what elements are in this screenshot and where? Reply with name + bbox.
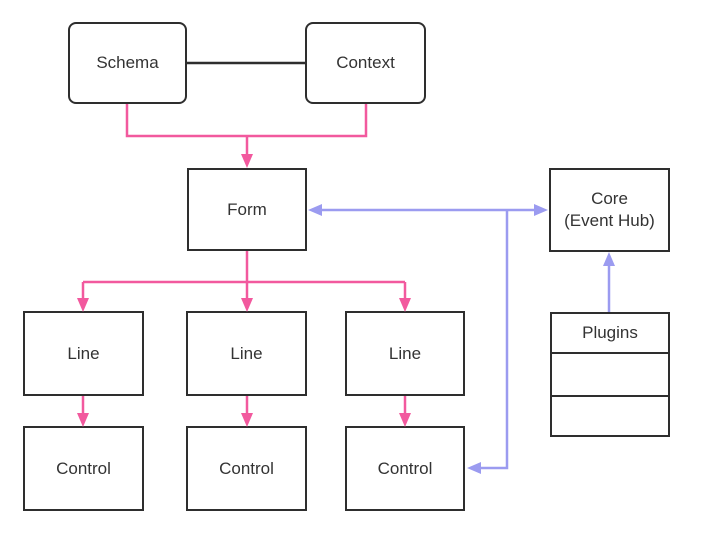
node-control-1: Control bbox=[23, 426, 144, 511]
plugins-empty-row-1 bbox=[552, 354, 668, 397]
edge-form-to-lines bbox=[77, 251, 411, 312]
plugins-title-row: Plugins bbox=[552, 314, 668, 354]
node-control-3-label: Control bbox=[377, 458, 433, 478]
node-control-3: Control bbox=[345, 426, 465, 511]
node-line-2: Line bbox=[186, 311, 307, 396]
node-form-label: Form bbox=[227, 199, 267, 219]
node-schema-label: Schema bbox=[96, 53, 159, 72]
node-form: Form bbox=[187, 168, 307, 251]
node-line-3-label: Line bbox=[388, 343, 422, 363]
plugins-empty-row-2 bbox=[552, 397, 668, 435]
edge-schema-context-to-form bbox=[125, 104, 368, 168]
node-line-3: Line bbox=[345, 311, 465, 396]
node-control-2: Control bbox=[186, 426, 307, 511]
node-core: Core (Event Hub) bbox=[549, 168, 670, 252]
edge-core-to-control3 bbox=[467, 210, 509, 474]
node-line-1-label: Line bbox=[67, 343, 100, 363]
node-plugins: Plugins bbox=[550, 312, 670, 437]
edge-lines-to-controls bbox=[77, 396, 411, 427]
node-line-1: Line bbox=[23, 311, 144, 396]
edge-plugins-to-core bbox=[603, 252, 615, 312]
node-core-label-line2: (Event Hub) bbox=[564, 211, 655, 230]
node-context: Context bbox=[305, 22, 426, 104]
node-plugins-label: Plugins bbox=[582, 323, 638, 342]
node-control-1-label: Control bbox=[56, 458, 111, 478]
node-line-2-label: Line bbox=[230, 343, 263, 363]
node-control-2-label: Control bbox=[219, 458, 274, 478]
node-core-label: Core (Event Hub) bbox=[564, 188, 655, 232]
node-context-label: Context bbox=[336, 53, 395, 72]
edge-form-core-bidirectional bbox=[308, 204, 548, 216]
node-schema: Schema bbox=[68, 22, 187, 104]
node-core-label-line1: Core bbox=[591, 189, 628, 208]
